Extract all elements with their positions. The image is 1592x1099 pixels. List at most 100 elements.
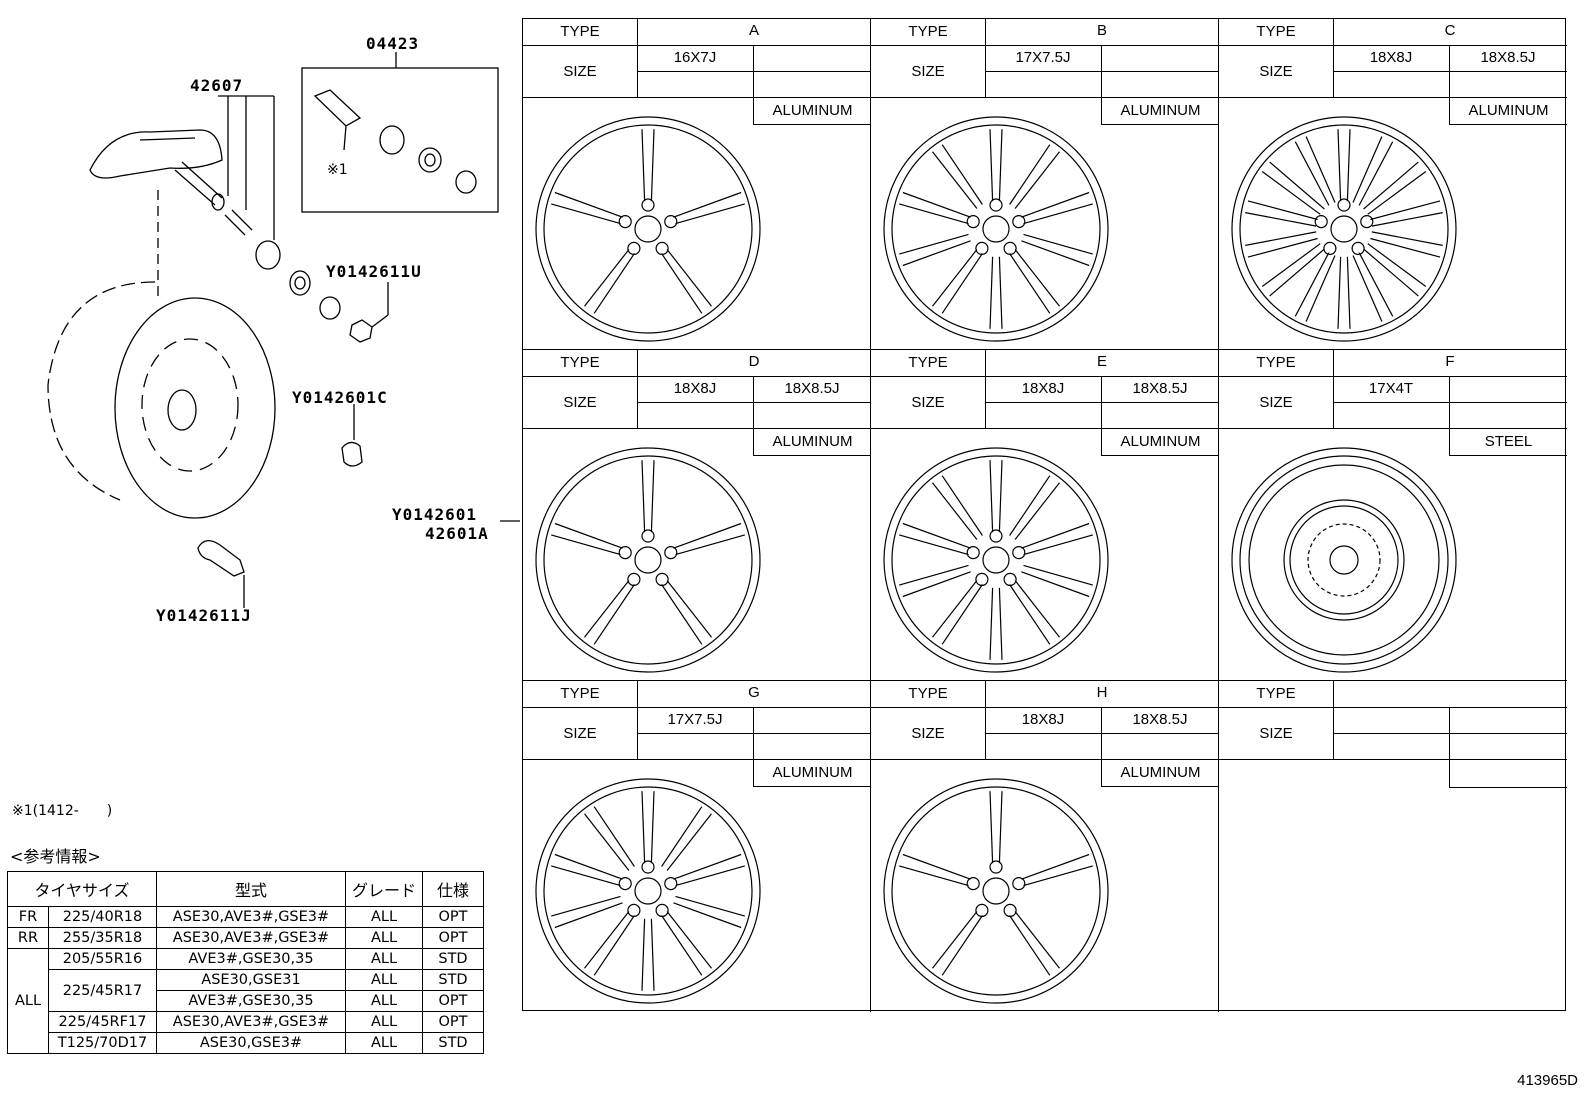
size-label: SIZE [911, 63, 945, 80]
grade-cell: ALL [345, 969, 423, 991]
table-row: FR 225/40R18 ASE30,AVE3#,GSE3# ALL OPT [7, 906, 484, 928]
part-42601a[interactable]: 42601A [425, 524, 489, 543]
spec-cell: STD [422, 948, 484, 970]
part-y0142601[interactable]: Y0142601 [392, 505, 478, 524]
model-cell: ASE30,AVE3#,GSE3# [156, 1011, 346, 1033]
col-tire-size: タイヤサイズ [7, 871, 157, 907]
table-row: T125/70D17 ASE30,GSE3# ALL STD [8, 1032, 484, 1054]
type-value: D [748, 353, 760, 370]
type-label: TYPE [908, 23, 948, 40]
spec-cell: STD [422, 969, 484, 991]
grade-cell: ALL [345, 1032, 423, 1054]
size-label: SIZE [563, 725, 597, 742]
wheel-drawing-icon [1231, 116, 1457, 342]
tire-cell: T125/70D17 [48, 1032, 157, 1054]
tire-cell: 225/45R17 [48, 969, 157, 1012]
size-value-1: 16X7J [673, 49, 717, 66]
wheel-drawing-icon [883, 116, 1109, 342]
type-label: TYPE [1256, 23, 1296, 40]
grade-cell: ALL [345, 990, 423, 1012]
wheel-drawing-icon [883, 447, 1109, 673]
pos-cell: RR [7, 927, 49, 949]
size-label: SIZE [1259, 394, 1293, 411]
type-value: A [748, 22, 759, 39]
note-mark-1: ※1 [327, 162, 348, 178]
spec-cell: OPT [422, 906, 484, 928]
size-label: SIZE [911, 394, 945, 411]
wheel-type-grid: TYPE A SIZE 16X7J ALUMINUM TYPE B SIZE 17X7.5J AL… [522, 18, 1567, 1012]
model-cell: AVE3#,GSE30,35 [156, 990, 346, 1012]
type-label: TYPE [908, 354, 948, 371]
part-y0142601c[interactable]: Y0142601C [292, 388, 388, 407]
wheel-drawing-icon [1231, 447, 1457, 673]
col-grade: グレード [345, 871, 423, 907]
valve-kit-box [301, 67, 499, 213]
size-value-1: 18X8J [1021, 380, 1065, 397]
size-value-1: 18X8J [1021, 711, 1065, 728]
part-y0142611u[interactable]: Y0142611U [326, 262, 422, 281]
material-label: ALUMINUM [1449, 97, 1567, 125]
size-label: SIZE [563, 394, 597, 411]
type-value: E [1096, 353, 1107, 370]
material-label: ALUMINUM [1101, 428, 1219, 456]
footnote: ※1(1412- ) [12, 803, 113, 819]
model-cell: ASE30,AVE3#,GSE3# [156, 906, 346, 928]
tire-cell: 205/55R16 [48, 948, 157, 970]
grade-cell: ALL [345, 927, 423, 949]
size-value-1: 18X8J [1369, 49, 1413, 66]
col-model: 型式 [156, 871, 346, 907]
wheel-drawing-icon [535, 116, 761, 342]
grade-cell: ALL [345, 906, 423, 928]
type-label: TYPE [560, 23, 600, 40]
part-42607[interactable]: 42607 [190, 76, 244, 95]
material-label: STEEL [1449, 428, 1567, 456]
table-row: 225/45RF17 ASE30,AVE3#,GSE3# ALL OPT [8, 1011, 484, 1033]
model-cell: ASE30,GSE3# [156, 1032, 346, 1054]
tire-cell: 255/35R18 [48, 927, 157, 949]
part-04423[interactable]: 04423 [366, 34, 420, 53]
wheel-cell[interactable]: TYPE A SIZE 16X7J ALUMINUM [523, 19, 871, 350]
type-label: TYPE [1256, 354, 1296, 371]
material-label: ALUMINUM [753, 759, 871, 787]
material-label: ALUMINUM [1101, 97, 1219, 125]
wheel-drawing-icon [535, 778, 761, 1004]
size-value-1: 17X7.5J [667, 711, 723, 728]
size-value-1: 18X8J [673, 380, 717, 397]
spec-cell: OPT [422, 1011, 484, 1033]
wheel-drawing-icon [883, 778, 1109, 1004]
ref-title: <参考情報> [10, 847, 101, 866]
model-cell: ASE30,AVE3#,GSE3# [156, 927, 346, 949]
pos-cell: FR [7, 906, 49, 928]
part-y0142611j[interactable]: Y0142611J [156, 606, 252, 625]
model-cell: AVE3#,GSE30,35 [156, 948, 346, 970]
grade-cell: ALL [345, 948, 423, 970]
tire-cell: 225/45RF17 [48, 1011, 157, 1033]
size-label: SIZE [563, 63, 597, 80]
type-value: B [1096, 22, 1107, 39]
reference-table: タイヤサイズ 型式 グレード 仕様 FR 225/40R18 ASE30,AVE… [7, 871, 484, 1054]
spec-cell: STD [422, 1032, 484, 1054]
size-value-2: 18X8.5J [784, 380, 840, 397]
type-label: TYPE [560, 354, 600, 371]
type-value: F [1445, 353, 1455, 370]
wheel-cell[interactable]: TYPE D SIZE 18X8J 18X8.5J ALUMINUM [523, 350, 871, 681]
wheel-cell[interactable]: TYPE E SIZE 18X8J 18X8.5J ALUMINUM [871, 350, 1219, 681]
size-value-2: 18X8.5J [1480, 49, 1536, 66]
size-label: SIZE [1259, 725, 1293, 742]
size-value-2: 18X8.5J [1132, 380, 1188, 397]
material-label: ALUMINUM [1101, 759, 1219, 787]
material-label: ALUMINUM [753, 97, 871, 125]
type-value: H [1096, 684, 1108, 701]
type-label: TYPE [908, 685, 948, 702]
col-spec: 仕様 [422, 871, 484, 907]
wheel-drawing-icon [535, 447, 761, 673]
model-cell: ASE30,GSE31 [156, 969, 346, 991]
type-value: C [1444, 22, 1456, 39]
material-label: ALUMINUM [753, 428, 871, 456]
